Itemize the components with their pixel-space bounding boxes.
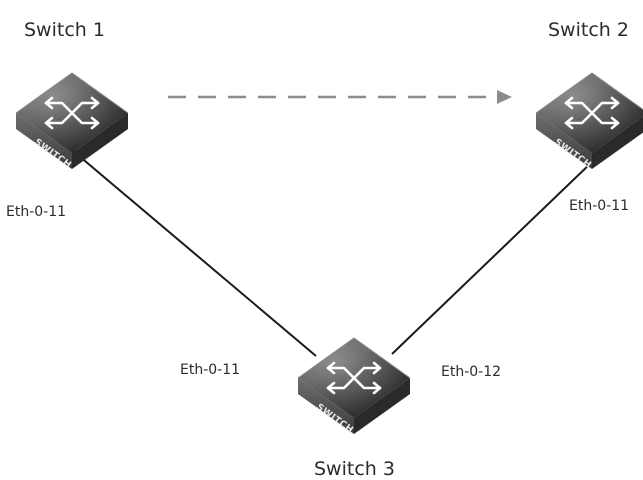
switch-2-name: Switch 2	[548, 19, 629, 41]
link-switch1-switch3	[71, 149, 317, 357]
port-label-switch1: Eth-0-11	[6, 204, 66, 220]
port-label-switch3-left: Eth-0-11	[180, 362, 240, 378]
port-label-switch3-right: Eth-0-12	[441, 364, 501, 380]
switch-arrows-icon	[534, 71, 643, 171]
switch-2[interactable]: SWITCH	[534, 71, 643, 171]
switch-1-name: Switch 1	[24, 19, 105, 41]
switch-3-name: Switch 3	[314, 458, 395, 480]
arrowhead-icon	[497, 90, 512, 104]
link-switch2-switch3	[391, 161, 593, 355]
switch-arrows-icon	[14, 71, 130, 171]
port-label-switch2: Eth-0-11	[569, 198, 629, 214]
switch-1[interactable]: SWITCH	[14, 71, 130, 171]
